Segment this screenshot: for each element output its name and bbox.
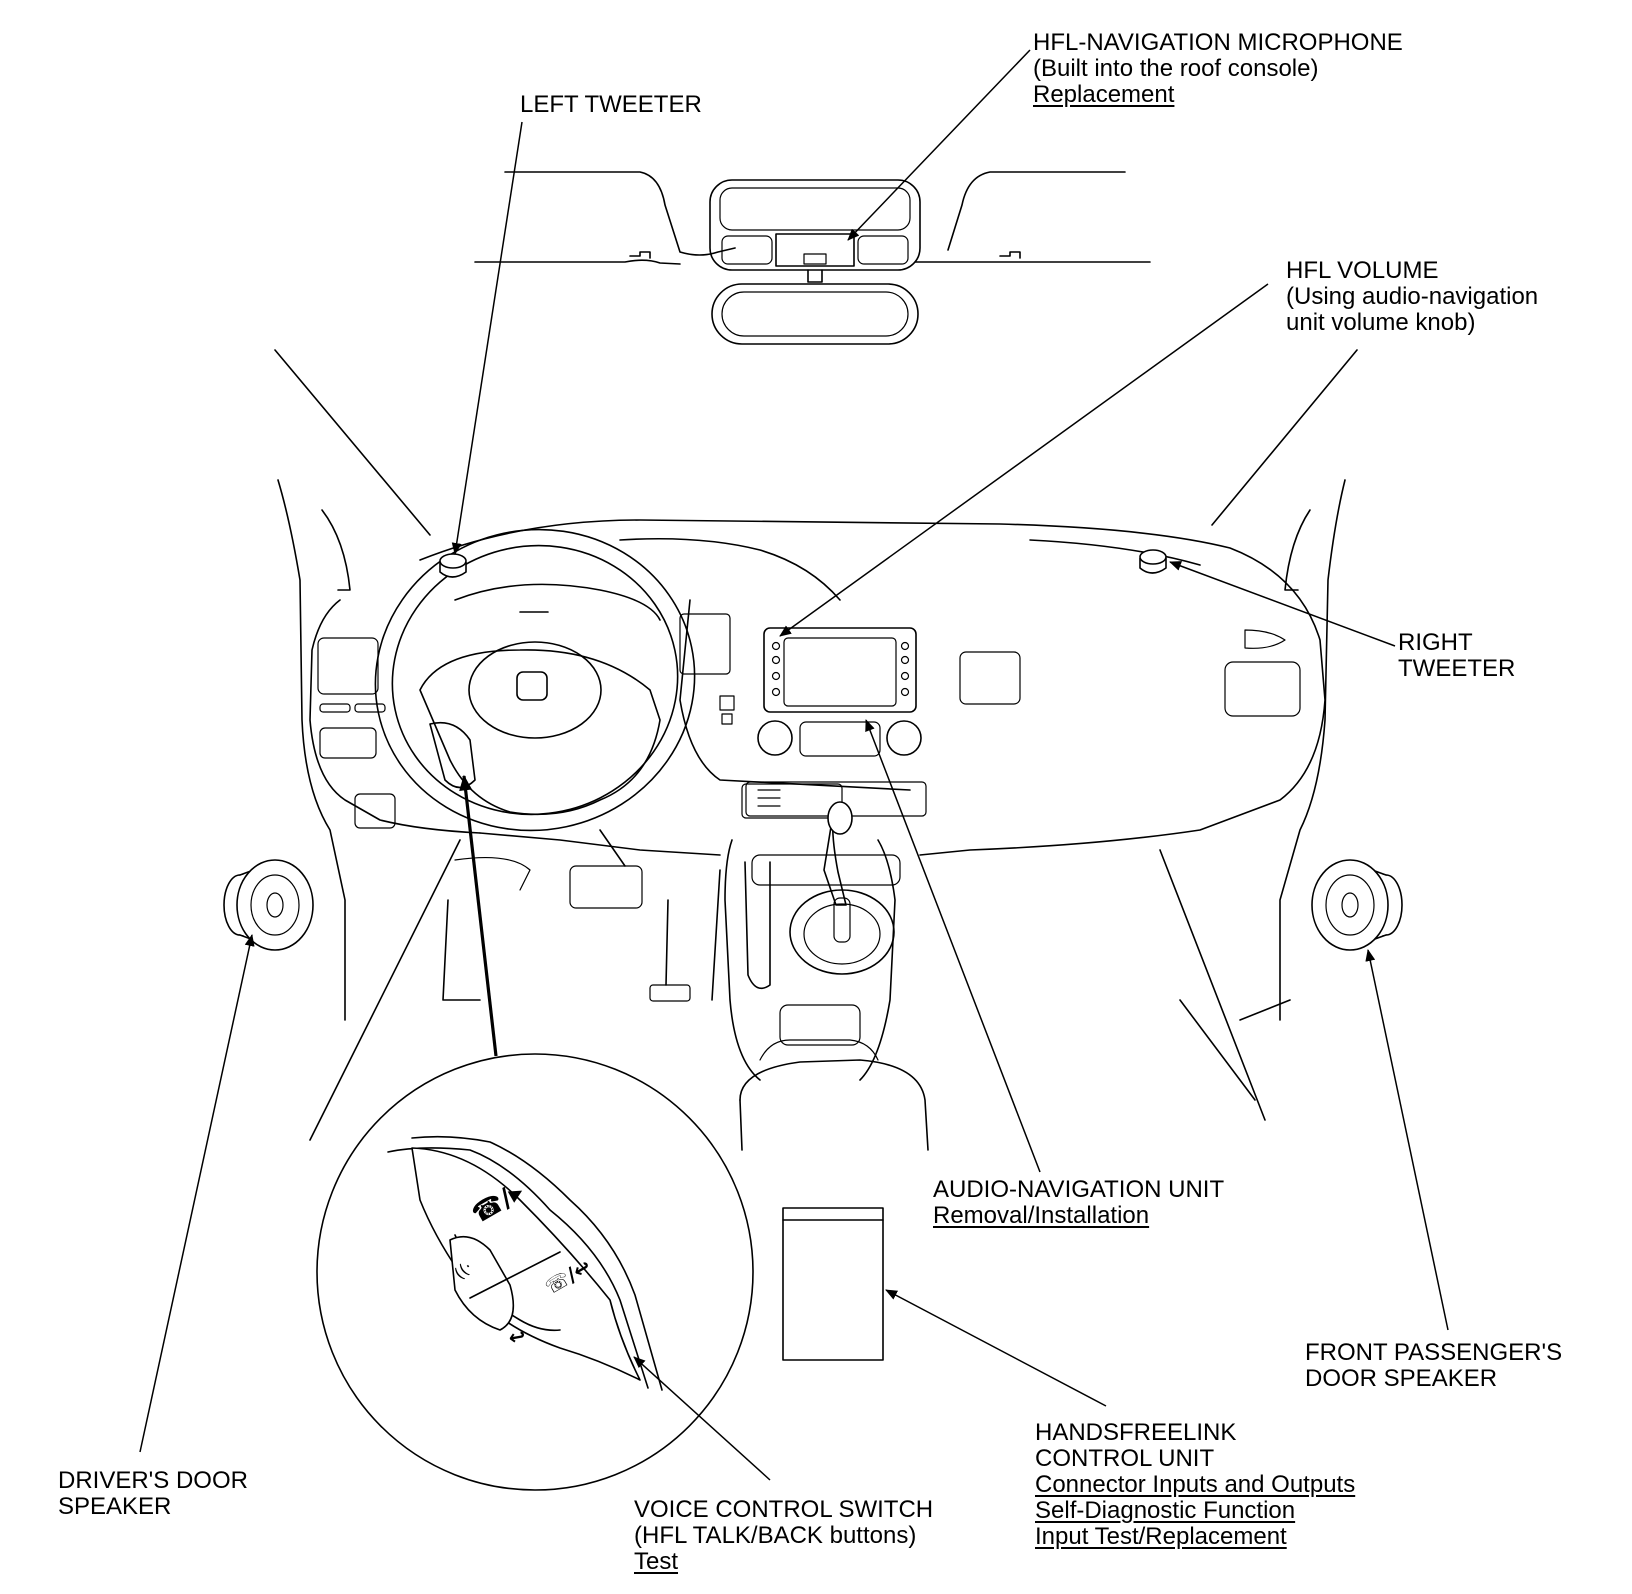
label-hfl-volume: HFL VOLUME (Using audio-navigation unit …	[1286, 258, 1538, 336]
steering-wheel	[374, 528, 696, 832]
label-drivers-door-speaker: DRIVER'S DOOR SPEAKER	[58, 1468, 248, 1520]
center-console	[724, 783, 929, 1151]
link-voice-switch-test[interactable]: Test	[634, 1548, 679, 1575]
voice-switch-note: (HFL TALK/BACK buttons)	[634, 1522, 917, 1549]
right-tweeter-drawing	[1139, 549, 1167, 574]
label-voice-control-switch: VOICE CONTROL SWITCH (HFL TALK/BACK butt…	[634, 1497, 933, 1575]
label-hfl-navigation-microphone: HFL-NAVIGATION MICROPHONE (Built into th…	[1033, 30, 1403, 108]
svg-text:↩: ↩	[507, 1323, 528, 1350]
right-tweeter-line1: RIGHT	[1398, 629, 1473, 656]
driver-speaker-line1: DRIVER'S DOOR	[58, 1467, 248, 1494]
link-input-test-replacement[interactable]: Input Test/Replacement	[1035, 1523, 1287, 1550]
front-passengers-door-speaker-drawing	[1311, 859, 1403, 951]
link-microphone-replacement[interactable]: Replacement	[1033, 81, 1175, 108]
audio-navigation-unit-drawing	[745, 627, 927, 817]
roof-console-area	[474, 171, 1151, 345]
leader-lines	[139, 49, 1449, 1481]
left-tweeter-title: LEFT TWEETER	[520, 91, 702, 118]
label-handsfreelink-control-unit: HANDSFREELINK CONTROL UNIT Connector Inp…	[1035, 1420, 1355, 1550]
voice-switch-title: VOICE CONTROL SWITCH	[634, 1496, 934, 1523]
dashboard	[309, 519, 1326, 856]
link-connector-inputs-outputs[interactable]: Connector Inputs and Outputs	[1035, 1471, 1356, 1498]
hfl-volume-note-line2: unit volume knob)	[1286, 309, 1476, 336]
microphone-title: HFL-NAVIGATION MICROPHONE	[1033, 29, 1403, 56]
floor-and-pedals	[309, 829, 1291, 1141]
label-front-passengers-door-speaker: FRONT PASSENGER'S DOOR SPEAKER	[1305, 1340, 1562, 1392]
hfl-control-unit-line1: HANDSFREELINK	[1035, 1419, 1237, 1446]
hfl-volume-note-line1: (Using audio-navigation	[1286, 283, 1539, 310]
voice-control-switch-zoom: ☎/▸ ☏/↩ ((· ↩	[316, 1053, 754, 1491]
driver-speaker-line2: SPEAKER	[58, 1493, 172, 1520]
handsfreelink-control-unit-drawing	[782, 1207, 884, 1361]
a-pillars	[274, 349, 1358, 1021]
label-right-tweeter: RIGHT TWEETER	[1398, 630, 1515, 682]
right-tweeter-line2: TWEETER	[1398, 655, 1516, 682]
drivers-door-speaker-drawing	[223, 859, 314, 951]
hfl-volume-title: HFL VOLUME	[1286, 257, 1439, 284]
microphone-note: (Built into the roof console)	[1033, 55, 1319, 82]
front-pass-speaker-line2: DOOR SPEAKER	[1305, 1365, 1498, 1392]
front-pass-speaker-line1: FRONT PASSENGER'S	[1305, 1339, 1563, 1366]
label-left-tweeter: LEFT TWEETER	[520, 92, 702, 118]
left-tweeter-drawing	[439, 553, 467, 578]
hfl-control-unit-line2: CONTROL UNIT	[1035, 1445, 1215, 1472]
label-audio-navigation-unit: AUDIO-NAVIGATION UNIT Removal/Installati…	[933, 1177, 1224, 1229]
link-audio-nav-removal-installation[interactable]: Removal/Installation	[933, 1202, 1150, 1229]
link-self-diagnostic-function[interactable]: Self-Diagnostic Function	[1035, 1497, 1296, 1524]
audio-nav-title: AUDIO-NAVIGATION UNIT	[933, 1176, 1225, 1203]
